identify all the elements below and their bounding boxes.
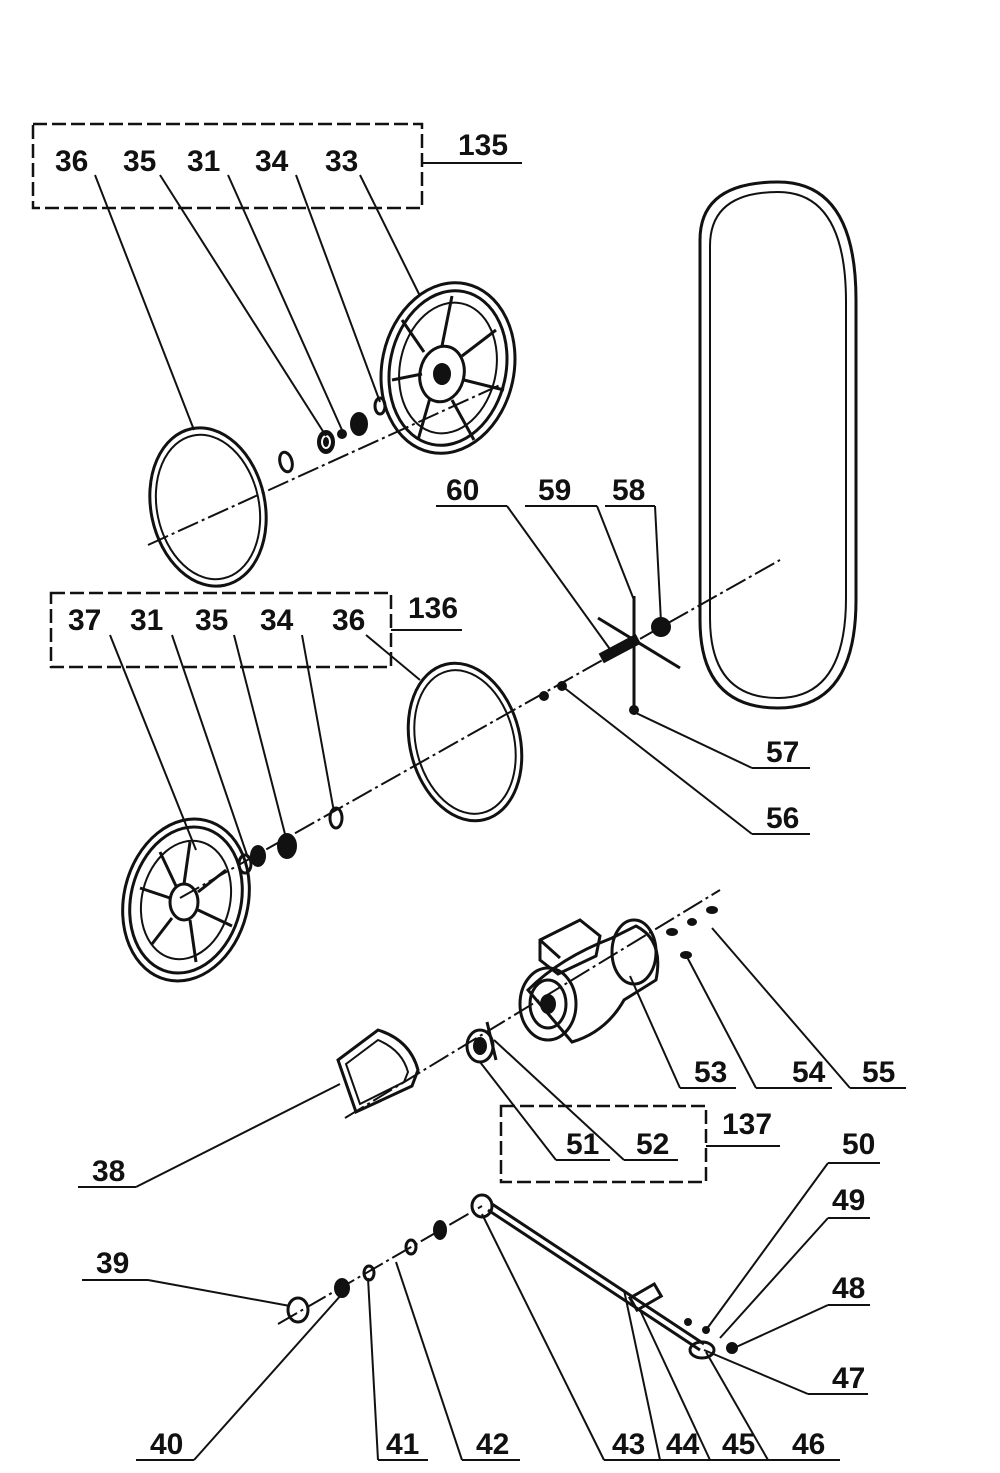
callout-36-upper: 36 bbox=[55, 145, 88, 178]
callout-49: 49 bbox=[832, 1184, 865, 1217]
callout-31-upper: 31 bbox=[187, 145, 220, 178]
callout-55: 55 bbox=[862, 1056, 895, 1089]
callout-42: 42 bbox=[476, 1428, 509, 1461]
callout-53: 53 bbox=[694, 1056, 727, 1089]
callout-44: 44 bbox=[666, 1428, 700, 1461]
callout-34-lower: 34 bbox=[260, 604, 294, 637]
callout-59: 59 bbox=[538, 474, 571, 507]
callout-33: 33 bbox=[325, 145, 358, 178]
callout-135: 135 bbox=[458, 129, 508, 162]
callout-51: 51 bbox=[566, 1128, 599, 1161]
callout-35-upper: 35 bbox=[123, 145, 156, 178]
callout-31-lower: 31 bbox=[130, 604, 163, 637]
group-box-137 bbox=[499, 1104, 708, 1184]
callout-50: 50 bbox=[842, 1128, 875, 1161]
lower-wheel-assembly bbox=[121, 559, 781, 983]
group-box-136 bbox=[49, 591, 393, 669]
callout-45: 45 bbox=[722, 1428, 755, 1461]
group-box-135 bbox=[31, 122, 424, 210]
leader-lines bbox=[78, 174, 906, 1461]
callout-137: 137 bbox=[722, 1108, 772, 1141]
motor-assembly bbox=[336, 889, 721, 1119]
callout-41: 41 bbox=[386, 1428, 419, 1461]
upper-wheel-assembly bbox=[147, 281, 517, 588]
tension-shaft-assembly bbox=[277, 1193, 738, 1360]
callout-43: 43 bbox=[612, 1428, 645, 1461]
callout-60: 60 bbox=[446, 474, 479, 507]
callout-48: 48 bbox=[832, 1272, 865, 1305]
callout-39: 39 bbox=[96, 1247, 129, 1280]
callout-34-upper: 34 bbox=[255, 145, 289, 178]
callout-37: 37 bbox=[68, 604, 101, 637]
callout-38: 38 bbox=[92, 1155, 125, 1188]
callout-54: 54 bbox=[792, 1056, 826, 1089]
callout-35-lower: 35 bbox=[195, 604, 228, 637]
callout-58: 58 bbox=[612, 474, 645, 507]
callout-56: 56 bbox=[766, 802, 799, 835]
callout-57: 57 bbox=[766, 736, 799, 769]
callout-46: 46 bbox=[792, 1428, 825, 1461]
callout-47: 47 bbox=[832, 1362, 865, 1395]
saw-blade-loop bbox=[698, 180, 858, 710]
callout-136: 136 bbox=[408, 592, 458, 625]
callout-36-lower: 36 bbox=[332, 604, 365, 637]
callout-52: 52 bbox=[636, 1128, 669, 1161]
callout-40: 40 bbox=[150, 1428, 183, 1461]
callout-labels: 135 36 35 31 34 33 60 59 58 136 37 31 35… bbox=[55, 129, 895, 1461]
